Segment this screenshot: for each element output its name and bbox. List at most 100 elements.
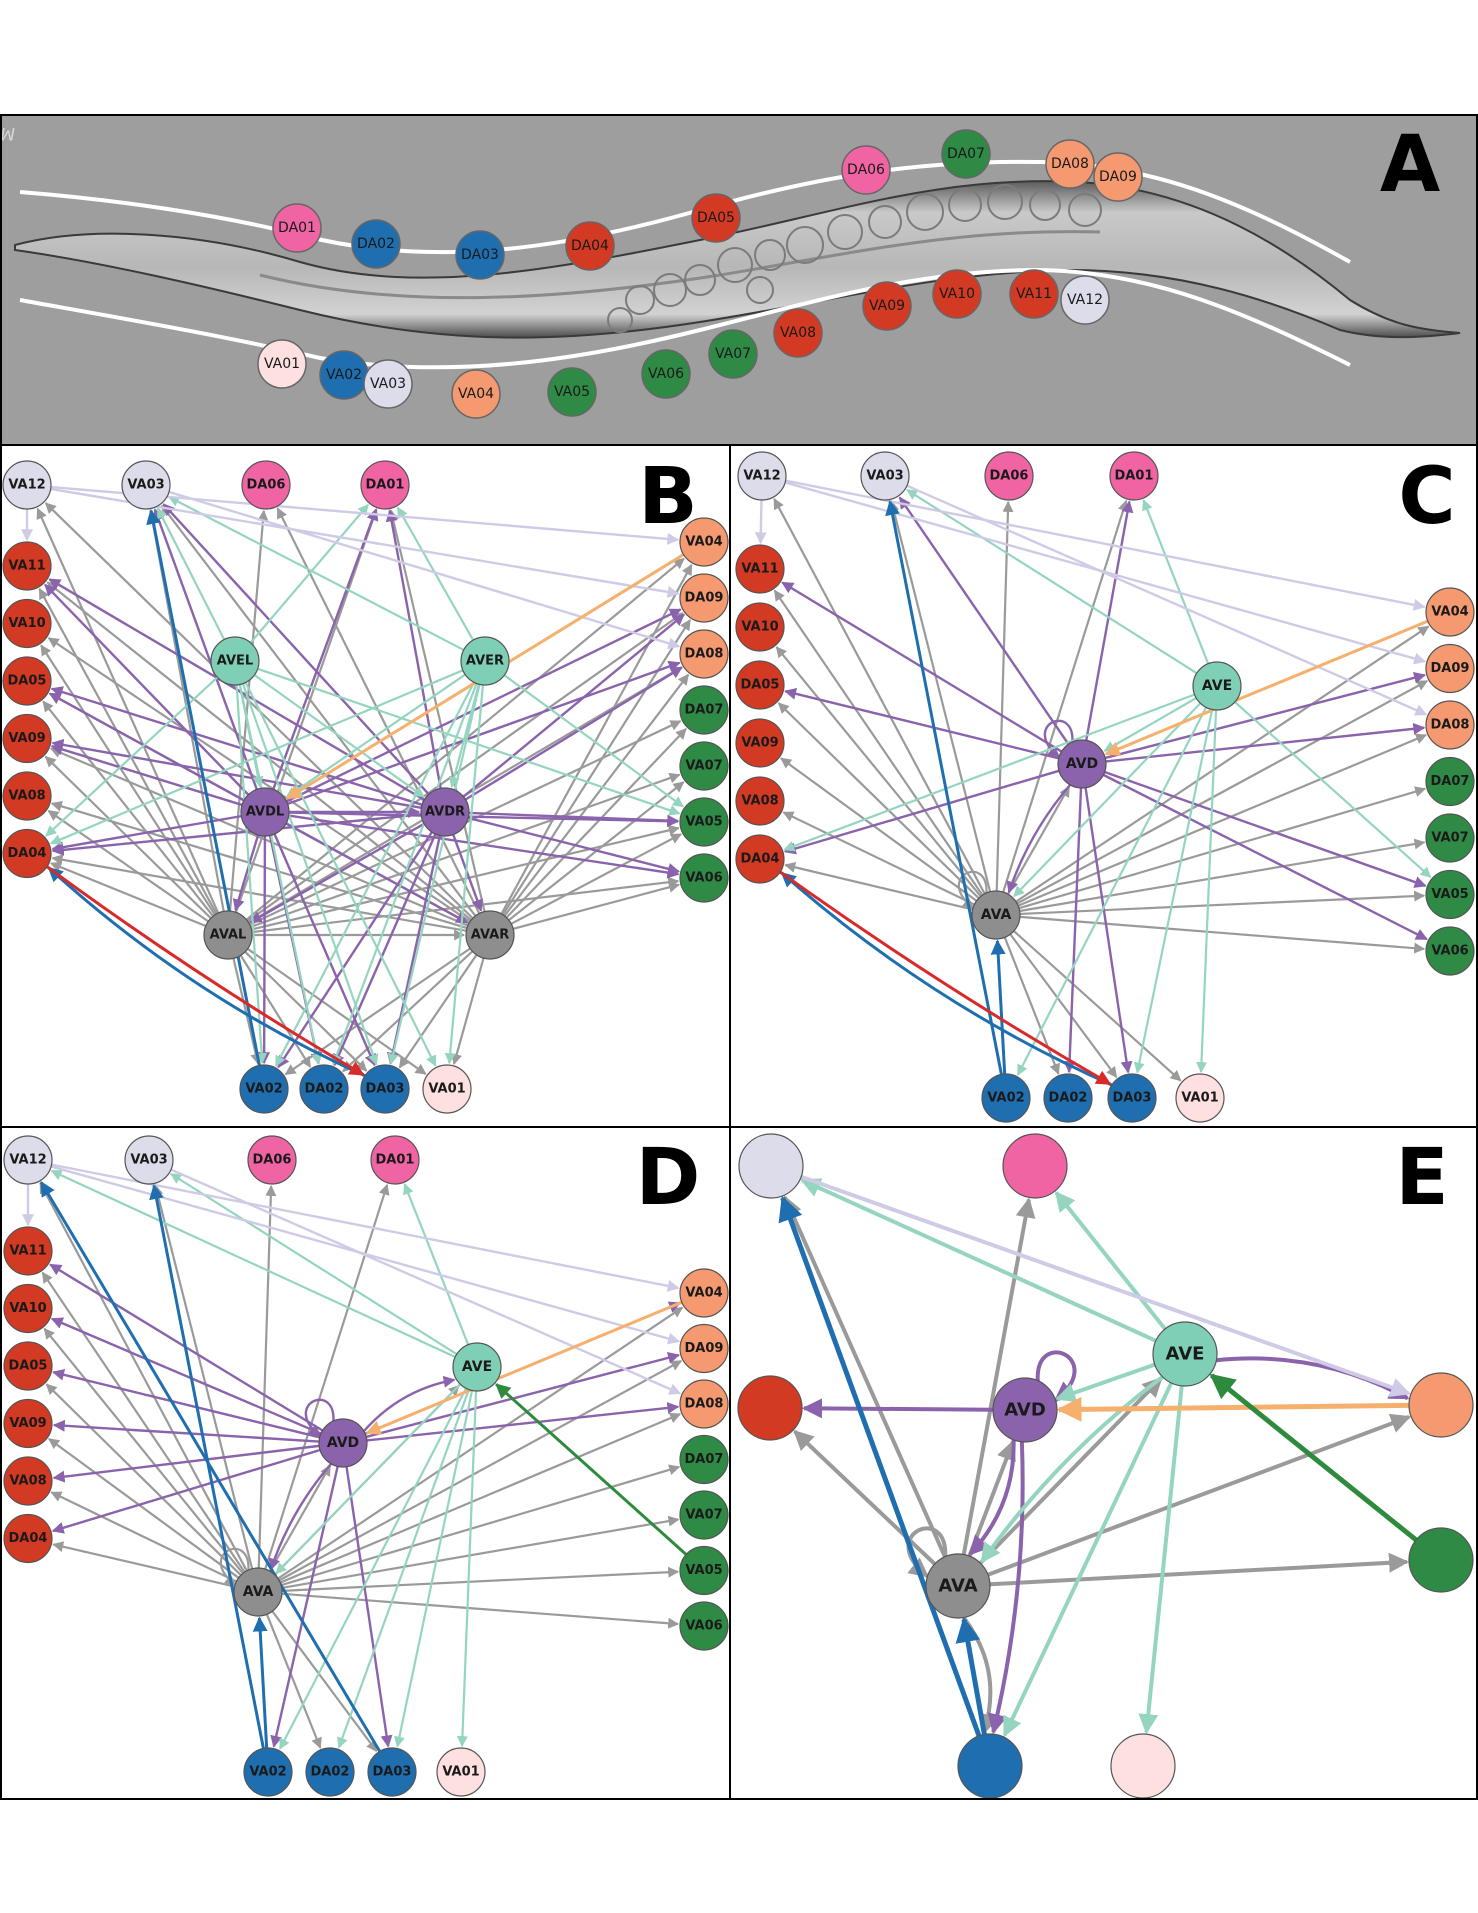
edge — [40, 644, 216, 916]
edge — [50, 1491, 237, 1583]
edge — [232, 834, 260, 912]
node-va09: VA09 — [735, 718, 785, 768]
node-label: VA06 — [685, 871, 722, 886]
edge — [280, 1464, 681, 1587]
node-da04r: VA04 — [679, 517, 729, 567]
edge — [955, 1617, 987, 1735]
node-circle — [860, 451, 910, 501]
node-circle — [735, 718, 785, 768]
node-va01: VA01 — [422, 1064, 472, 1114]
node-circle — [841, 145, 891, 195]
edge — [274, 681, 475, 1067]
worm-neuron-da01: DA01 — [272, 203, 322, 253]
edge — [232, 958, 262, 1065]
node-aval: AVAL — [203, 910, 253, 960]
edge — [244, 682, 437, 1067]
edge — [1019, 890, 1426, 916]
worm-neuron-va05: VA05 — [547, 367, 597, 417]
edge — [888, 500, 992, 893]
node-label: DA06 — [847, 162, 885, 178]
node-label: VA07 — [715, 346, 751, 362]
edge — [257, 667, 681, 816]
node-class-blue — [957, 1733, 1023, 1799]
node-ava: AVA — [971, 890, 1021, 940]
panel-a: Mark Leaver DA01DA02DA03DA04DA05DA06DA07… — [0, 115, 1477, 445]
node-ave: AVE — [1152, 1321, 1218, 1387]
node-label: DA05 — [9, 1359, 48, 1374]
edge — [271, 1610, 378, 1753]
node-label: DA02 — [357, 236, 395, 252]
node-va12: VA12 — [737, 451, 787, 501]
panel-letter-d: D — [636, 1133, 701, 1223]
node-circle — [708, 329, 758, 379]
node-circle — [1009, 269, 1059, 319]
edge — [275, 1383, 462, 1575]
node-label: AVD — [1066, 756, 1098, 772]
worm-neuron-va11: VA11 — [1009, 269, 1059, 319]
node-label: VA03 — [866, 469, 903, 484]
node-avel: AVEL — [210, 636, 260, 686]
node-circle — [360, 1064, 410, 1114]
edge — [39, 1181, 248, 1572]
node-da04: DA04 — [735, 834, 785, 884]
node-label: AVAL — [210, 928, 247, 943]
node-circle — [436, 1747, 486, 1797]
edge — [168, 496, 465, 651]
edges — [22, 1163, 688, 1753]
edge — [1009, 933, 1118, 1079]
node-label: VA03 — [130, 1153, 167, 1168]
ventral-guide-line — [19, 267, 1351, 370]
worm-neuron-va10: VA10 — [932, 269, 982, 319]
node-label: VA05 — [554, 384, 590, 400]
edge — [239, 954, 312, 1068]
node-circle — [257, 339, 307, 389]
node-avdl: AVDL — [240, 787, 290, 837]
node-label: DA09 — [685, 591, 724, 606]
node-circle — [679, 1434, 729, 1485]
node-circle — [679, 1323, 729, 1374]
edge — [162, 503, 430, 796]
node-label: DA05 — [8, 674, 47, 689]
edge — [1019, 915, 1426, 954]
worm-neuron-va07: VA07 — [708, 329, 758, 379]
node-label: VA12 — [8, 478, 45, 493]
edge — [51, 813, 422, 856]
node-da03: DA03 — [367, 1747, 417, 1797]
node-da07: DA07 — [679, 685, 729, 735]
edge — [51, 738, 422, 810]
node-circle — [679, 685, 729, 735]
edge — [46, 581, 472, 921]
edge — [331, 683, 478, 1066]
edge — [48, 692, 245, 802]
edge — [775, 646, 982, 898]
node-circle — [971, 890, 1021, 940]
edge — [44, 755, 212, 920]
edges — [754, 479, 1432, 1087]
edge — [777, 702, 980, 900]
edge — [286, 608, 682, 803]
node-va12: VA12 — [3, 1135, 53, 1185]
node-circle — [272, 203, 322, 253]
node-label: VA05 — [1431, 887, 1468, 902]
node-label: DA04 — [8, 846, 47, 861]
edge — [1017, 733, 1428, 907]
node-da03: DA03 — [1107, 1073, 1157, 1123]
node-circle — [2, 713, 52, 764]
node-circle — [367, 1747, 417, 1797]
edge — [36, 507, 220, 914]
node-da07: DA07 — [1425, 756, 1475, 807]
node-label: AVD — [1004, 1400, 1046, 1421]
edge — [277, 831, 433, 1069]
node-label: DA01 — [366, 478, 405, 493]
node-circle — [925, 1553, 991, 1619]
node-circle — [735, 834, 785, 884]
node-label: VA04 — [458, 386, 494, 402]
node-label: AVDL — [246, 805, 284, 820]
edge — [1138, 1385, 1184, 1735]
node-label: VA12 — [9, 1153, 46, 1168]
node-circle — [1425, 587, 1475, 637]
edge — [50, 686, 423, 806]
edge — [246, 612, 684, 923]
